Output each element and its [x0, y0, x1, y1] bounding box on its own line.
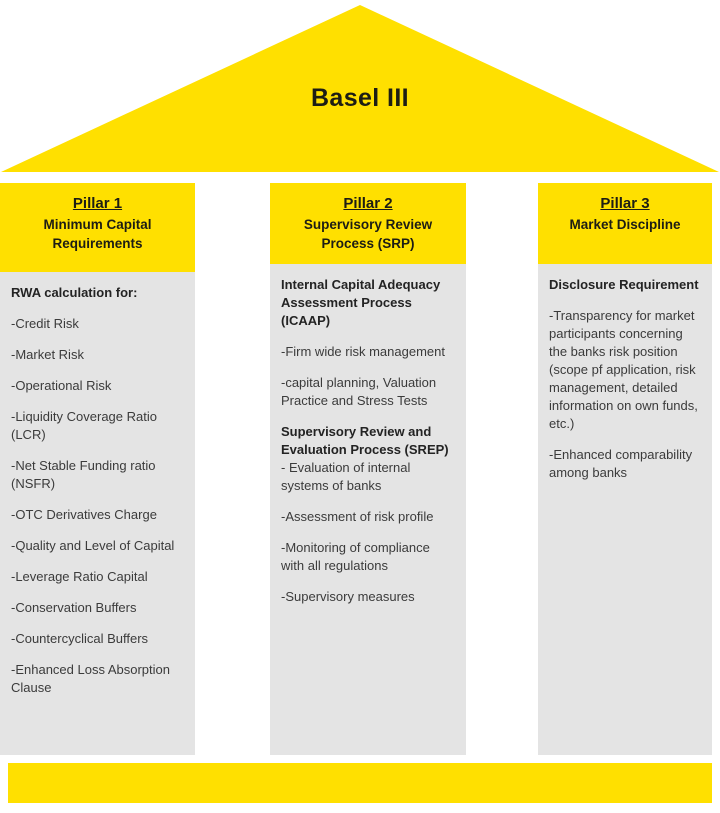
pillar-2-body: Internal Capital Adequacy Assessment Pro…: [270, 264, 466, 755]
foundation-bar: [8, 763, 712, 803]
pillar-2-item: -Assessment of risk profile: [281, 509, 434, 524]
pillar-1-item: -OTC Derivatives Charge: [11, 507, 157, 522]
pillar-1-item: -Market Risk: [11, 347, 84, 362]
pillar-1-number: Pillar 1: [72, 195, 123, 212]
pillar-1-item: RWA calculation for:: [11, 285, 138, 300]
roof-triangle: [0, 4, 720, 173]
pillar-3-item: -Transparency for market participants co…: [549, 308, 698, 431]
pillar-2-item-rest: - Evaluation of internal systems of bank…: [281, 460, 411, 493]
pillar-2-item: Internal Capital Adequacy Assessment Pro…: [281, 277, 441, 328]
pillar-1-body: RWA calculation for: -Credit Risk -Marke…: [0, 272, 195, 755]
pillar-2-subtitle: Supervisory Review Process (SRP): [303, 217, 433, 251]
pillar-1-item: -Leverage Ratio Capital: [11, 569, 148, 584]
pillar-1-item: -Credit Risk: [11, 316, 79, 331]
pillar-1-item: -Countercyclical Buffers: [11, 631, 149, 646]
pillar-2-number: Pillar 2: [343, 195, 393, 212]
pillar-1-item: -Liquidity Coverage Ratio (LCR): [11, 409, 157, 442]
pillar-3-subtitle: Market Discipline: [569, 217, 681, 232]
pillar-2: Pillar 2 Supervisory Review Process (SRP…: [270, 183, 466, 755]
pillar-1-item: -Operational Risk: [11, 378, 112, 393]
pillar-2-item: -Supervisory measures: [281, 589, 415, 604]
pillar-1-item: -Conservation Buffers: [11, 600, 137, 615]
pillar-3-item: Disclosure Requirement: [549, 277, 699, 292]
pillar-2-item: -Firm wide risk management: [281, 344, 445, 359]
pillar-1-item: -Quality and Level of Capital: [11, 538, 175, 553]
pillar-2-item: -Monitoring of compliance with all regul…: [281, 540, 430, 573]
pillar-1-item: -Net Stable Funding ratio (NSFR): [11, 458, 156, 491]
pillar-3-body: Disclosure Requirement -Transparency for…: [538, 264, 712, 755]
pillar-3-header: Pillar 3 Market Discipline: [538, 183, 712, 264]
pillar-2-item: -capital planning, Valuation Practice an…: [281, 375, 437, 408]
diagram-title: Basel III: [310, 84, 410, 112]
pillar-3-number: Pillar 3: [600, 195, 650, 212]
pillar-1-subtitle: Minimum Capital Requirements: [43, 217, 152, 251]
pillar-3-item: -Enhanced comparability among banks: [549, 447, 693, 480]
pillar-1: Pillar 1 Minimum Capital Requirements RW…: [0, 183, 195, 755]
pillar-2-item: Supervisory Review and Evaluation Proces…: [281, 423, 456, 495]
pillar-1-item: -Enhanced Loss Absorption Clause: [11, 662, 170, 695]
pillar-2-item-bold: Supervisory Review and Evaluation Proces…: [281, 424, 449, 457]
pillar-3: Pillar 3 Market Discipline Disclosure Re…: [538, 183, 712, 755]
pillar-2-header: Pillar 2 Supervisory Review Process (SRP…: [270, 183, 466, 264]
pillar-1-header: Pillar 1 Minimum Capital Requirements: [0, 183, 195, 272]
